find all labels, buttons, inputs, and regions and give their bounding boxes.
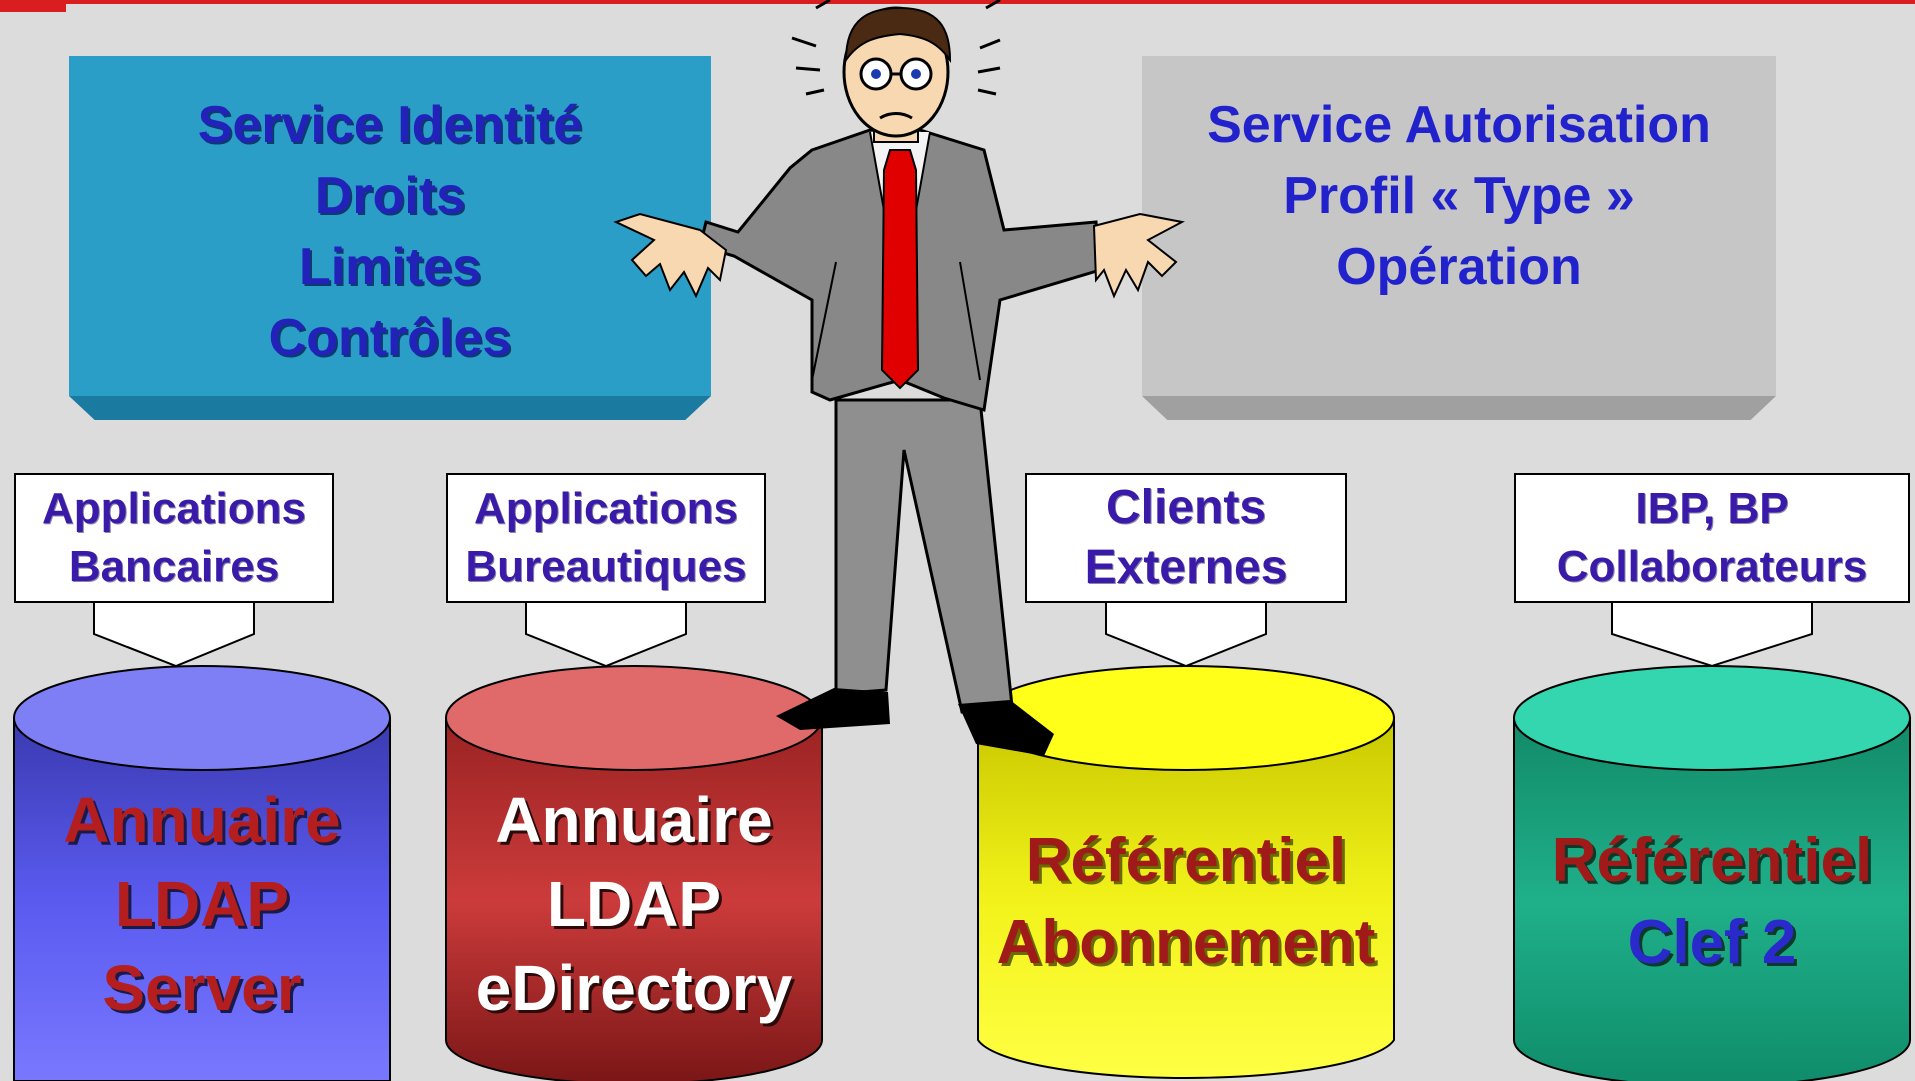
callout-ibp-bp-collaborateurs: IBP, BP Collaborateurs xyxy=(1514,473,1910,603)
service-identite-line-1: Service Identité xyxy=(197,96,583,154)
service-autorisation-box: Service Autorisation Profil « Type » Opé… xyxy=(1142,56,1776,396)
database-label-2: Annuaire LDAP eDirectory xyxy=(446,778,822,1030)
service-autorisation-box-bevel xyxy=(1142,396,1776,420)
database-label-1: Annuaire LDAP Server xyxy=(14,778,390,1030)
database-cylinder-4 xyxy=(1513,665,1911,1081)
callout-4-line-2: Collaborateurs xyxy=(1556,542,1868,591)
top-rule xyxy=(0,0,1915,4)
callout-4-line-1: IBP, BP xyxy=(1635,484,1789,533)
database-4-line-1: Référentiel xyxy=(1551,826,1873,895)
callout-3-line-1: Clients xyxy=(1105,481,1267,534)
service-identite-box: Service Identité Droits Limites Contrôle… xyxy=(69,56,711,396)
callout-applications-bancaires: Applications Bancaires xyxy=(14,473,334,603)
database-4-line-2: Clef 2 xyxy=(1627,908,1797,977)
database-cylinder-3 xyxy=(977,665,1395,1079)
service-autorisation-line-1: Service Autorisation xyxy=(1207,96,1711,154)
database-label-3: Référentiel Abonnement xyxy=(968,820,1404,984)
service-identite-line-2: Droits xyxy=(314,167,466,225)
database-1-line-1: Annuaire xyxy=(63,784,341,856)
database-3-line-2: Abonnement xyxy=(996,908,1376,977)
database-2-line-1: Annuaire xyxy=(495,784,773,856)
database-cylinder-1 xyxy=(13,665,391,1081)
service-autorisation-line-2: Profil « Type » xyxy=(1283,167,1635,225)
callout-2-line-1: Applications xyxy=(473,484,739,533)
callout-applications-bureautiques: Applications Bureautiques xyxy=(446,473,766,603)
database-2-line-3: eDirectory xyxy=(475,952,793,1024)
top-accent-mark xyxy=(0,0,66,12)
database-cylinder-2 xyxy=(445,665,823,1081)
service-identite-line-3: Limites xyxy=(298,238,482,296)
database-2-line-2: LDAP xyxy=(546,868,722,940)
database-1-line-2: LDAP xyxy=(114,868,290,940)
callout-2-line-2: Bureautiques xyxy=(465,542,747,591)
callout-3-line-2: Externes xyxy=(1084,541,1288,594)
callout-1-line-1: Applications xyxy=(41,484,307,533)
callout-clients-externes: Clients Externes xyxy=(1025,473,1347,603)
service-autorisation-line-3: Opération xyxy=(1336,238,1582,296)
database-1-line-3: Server xyxy=(102,952,302,1024)
callout-1-line-2: Bancaires xyxy=(68,542,280,591)
database-label-4: Référentiel Clef 2 xyxy=(1514,820,1910,984)
database-3-line-1: Référentiel xyxy=(1025,826,1347,895)
service-identite-line-4: Contrôles xyxy=(268,309,512,367)
service-identite-box-bevel xyxy=(69,396,711,420)
